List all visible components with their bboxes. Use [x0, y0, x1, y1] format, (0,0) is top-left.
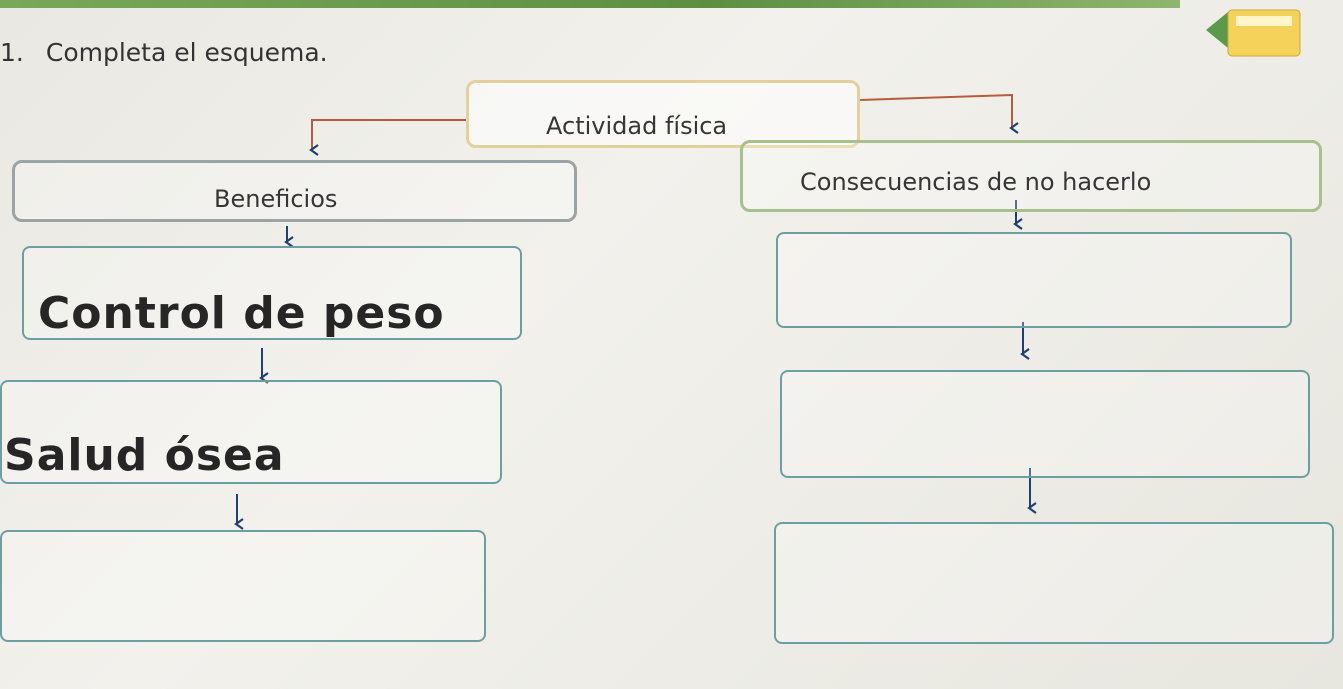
benefits-title-label: Beneficios: [214, 185, 338, 213]
folder-tag-icon: [1206, 9, 1301, 57]
connector-root-right: [859, 93, 1019, 134]
exercise-number: 1.: [0, 38, 24, 67]
benefit-answer-box-2[interactable]: [0, 380, 502, 484]
consequences-title-box: [740, 140, 1322, 212]
benefits-title-box: [12, 160, 577, 222]
root-box: [466, 80, 860, 148]
page-top-decoration: [0, 0, 1180, 8]
consequence-answer-box-1[interactable]: [776, 232, 1292, 328]
benefit-answer-box-3[interactable]: [0, 530, 486, 642]
exercise-instruction: Completa el esquema.: [45, 38, 328, 67]
consequence-answer-box-3[interactable]: [774, 522, 1334, 644]
consequences-title-label: Consecuencias de no hacerlo: [800, 168, 1152, 196]
benefit-answer-2: Salud ósea: [4, 430, 285, 481]
exercise-title: 1. Completa el esquema.: [0, 38, 328, 67]
consequence-answer-box-2[interactable]: [780, 370, 1310, 478]
benefit-answer-box-1[interactable]: [22, 246, 522, 340]
root-label: Actividad física: [546, 112, 728, 140]
connector-root-left: [309, 119, 466, 156]
benefit-answer-1: Control de peso: [38, 288, 445, 339]
